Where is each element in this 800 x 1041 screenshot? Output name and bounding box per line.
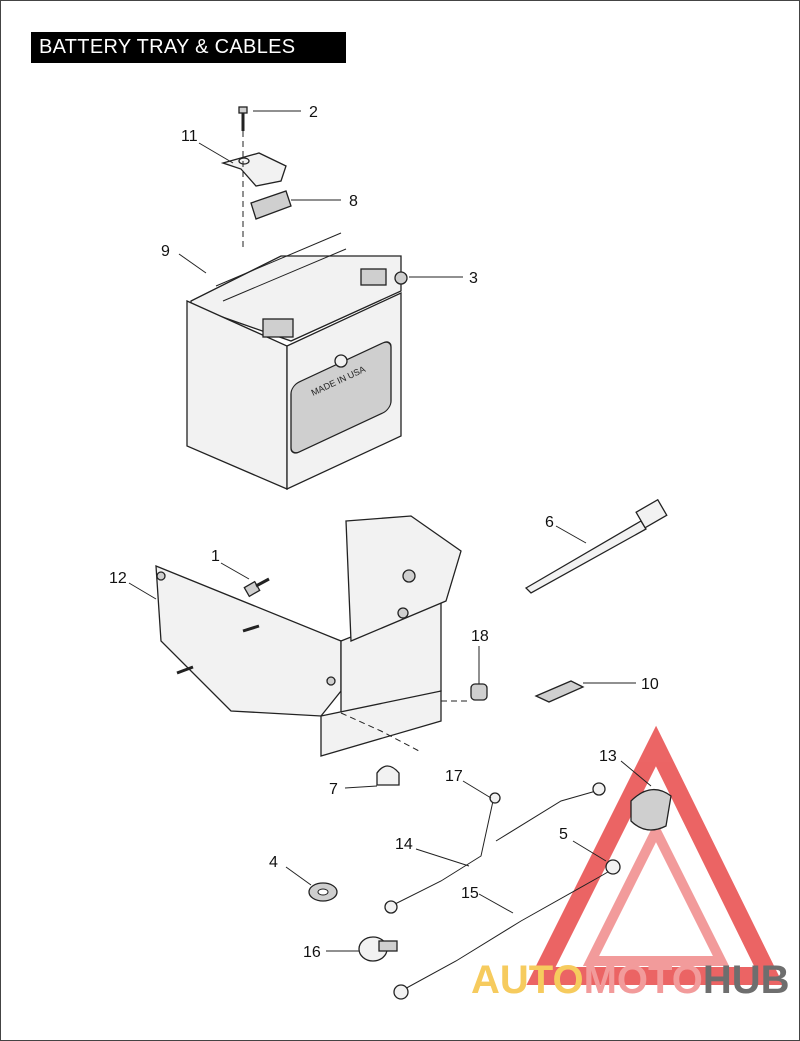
positive-cable xyxy=(393,859,621,1000)
callout-16: 16 xyxy=(303,944,321,961)
leader-lines xyxy=(128,110,652,952)
battery-pad xyxy=(250,190,292,220)
callout-6: 6 xyxy=(545,514,554,531)
callout-9: 9 xyxy=(161,243,170,260)
watermark-logo: AUTOMOTOHUB xyxy=(471,725,790,1002)
watermark-triangle-outer xyxy=(526,725,784,985)
callout-3: 3 xyxy=(469,270,478,287)
tray-studs xyxy=(176,624,260,675)
callout-7: 7 xyxy=(329,781,338,798)
terminal-clamp xyxy=(358,936,398,962)
callout-13: 13 xyxy=(599,748,617,765)
callout-8: 8 xyxy=(349,193,358,210)
ground-cable xyxy=(384,792,501,914)
callout-2: 2 xyxy=(309,104,318,121)
tray-screw xyxy=(243,577,270,598)
caution-label xyxy=(534,680,585,703)
diagram-title: BATTERY TRAY & CABLES xyxy=(31,32,346,63)
svg-text:AUTOMOTOHUB: AUTOMOTOHUB xyxy=(471,958,790,1002)
battery-tray xyxy=(155,515,462,757)
cable-strap xyxy=(524,498,668,594)
callout-12: 12 xyxy=(109,570,127,587)
callout-numbers: 1 2 3 4 5 6 7 8 9 10 11 12 13 14 15 16 1… xyxy=(109,104,659,961)
tray-grommet xyxy=(470,683,488,701)
callout-15: 15 xyxy=(461,885,479,902)
watermark-text-auto: AUTO xyxy=(471,958,584,1002)
tray-clip xyxy=(376,765,400,786)
battery: MADE IN USA xyxy=(186,232,402,491)
bracket-screw xyxy=(238,106,248,251)
callout-5: 5 xyxy=(559,826,568,843)
callout-18: 18 xyxy=(471,628,489,645)
callout-10: 10 xyxy=(641,676,659,693)
callout-14: 14 xyxy=(395,836,413,853)
hold-down-bracket xyxy=(220,152,287,187)
lock-washer xyxy=(308,882,338,902)
callout-11: 11 xyxy=(181,128,198,145)
watermark-text-moto: MOTO xyxy=(584,958,703,1002)
watermark-text-hub: HUB xyxy=(703,958,790,1002)
callout-17: 17 xyxy=(445,768,463,785)
callout-1: 1 xyxy=(211,548,220,565)
watermark-triangle-inner xyxy=(582,819,730,966)
terminal-bolt xyxy=(394,271,408,285)
callout-4: 4 xyxy=(269,854,278,871)
terminal-boot xyxy=(630,789,672,831)
cable-end xyxy=(495,782,606,842)
